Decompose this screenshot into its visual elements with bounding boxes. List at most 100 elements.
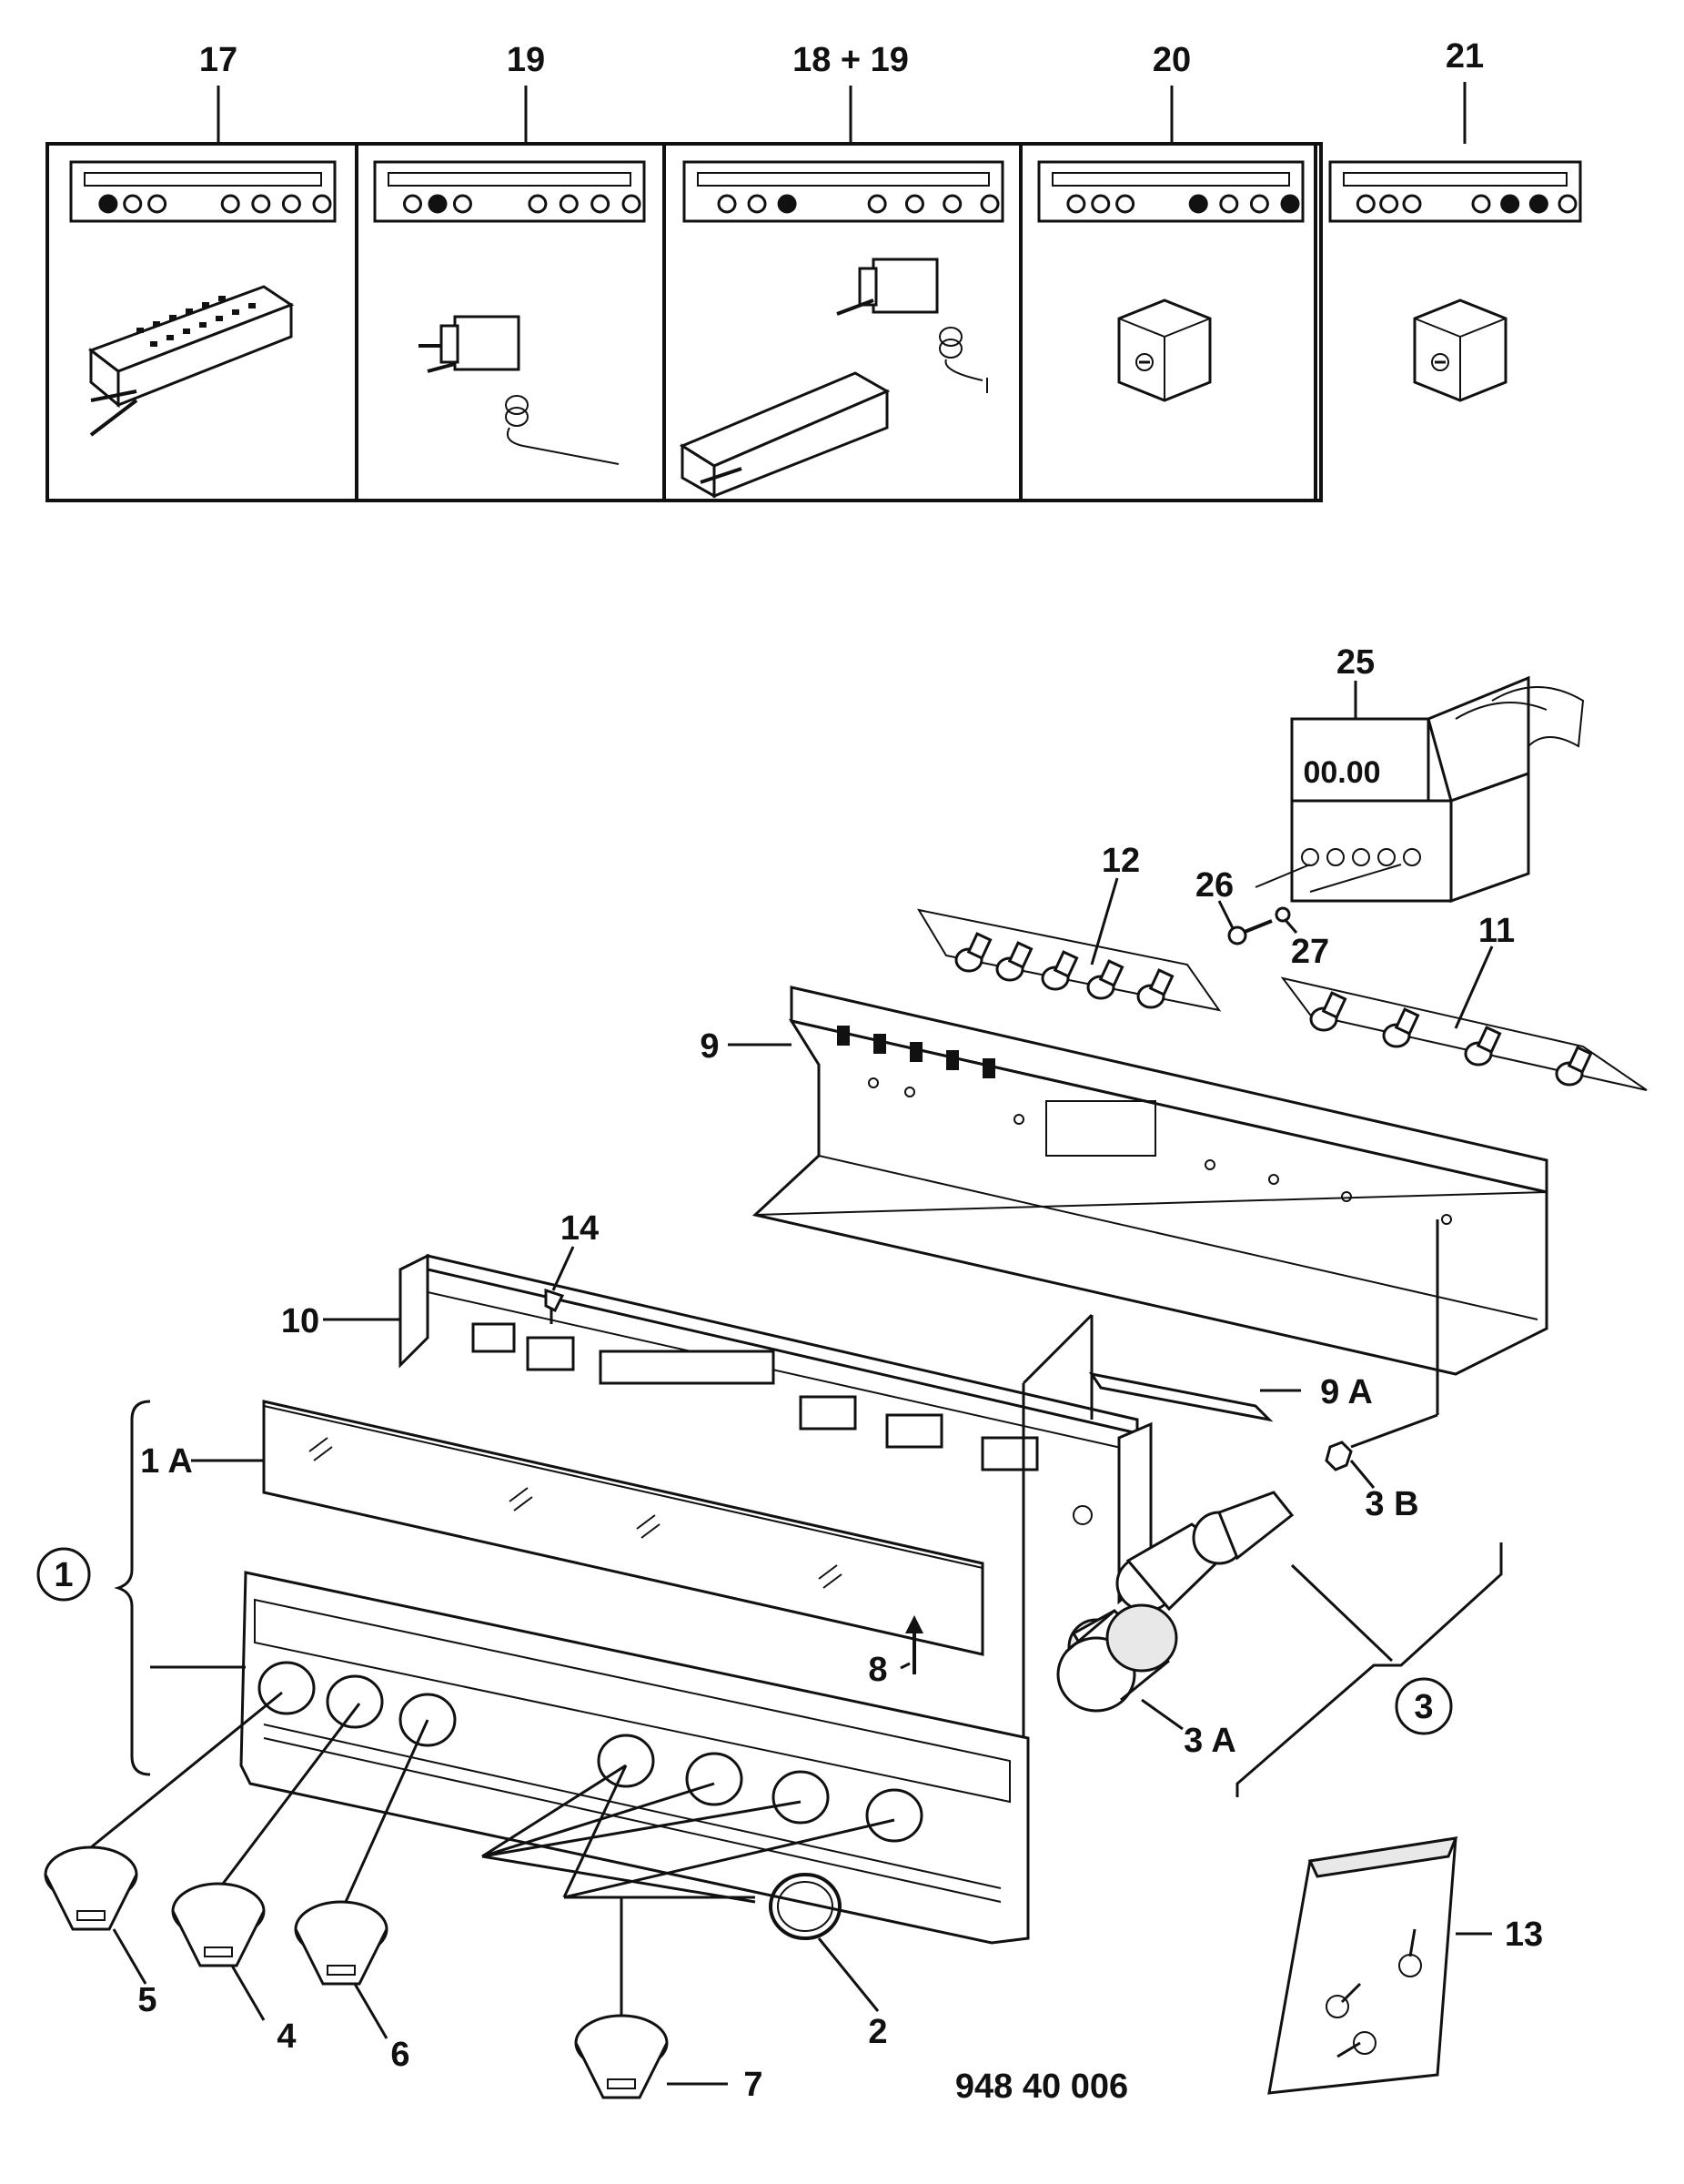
indicator-dot [943, 194, 963, 214]
callout-8: 8 [868, 1651, 887, 1689]
front-bracket-10 [398, 1253, 1153, 1605]
callout-1a: 1 A [140, 1442, 193, 1481]
indicator-dot-active [777, 194, 797, 214]
indicator-dot-active [1500, 194, 1520, 214]
switch-toggle [1148, 968, 1175, 996]
glass-1a [262, 1400, 984, 1656]
indicator-dot [590, 194, 610, 214]
indicator-dot [123, 194, 143, 214]
mini-panel-frame [69, 160, 337, 223]
callout-3: 3 [1414, 1688, 1433, 1726]
indicator-dot [281, 194, 301, 214]
knob-cap-5 [44, 1845, 138, 1931]
callout-1: 1 [54, 1556, 73, 1594]
washer-27 [1275, 906, 1291, 923]
indicator-dot-active [1528, 194, 1548, 214]
control-panel-1 [239, 1571, 1030, 1945]
strip-9a [1088, 1371, 1274, 1422]
regulator-21 [1413, 298, 1508, 402]
switch-toggle [1098, 959, 1124, 987]
variant-strip [45, 142, 1323, 502]
callout-7: 7 [743, 2066, 762, 2104]
switch-bracket-11 [1280, 976, 1648, 1091]
switch-toggle [966, 932, 993, 960]
circle-callout-3 [1395, 1677, 1453, 1735]
callout-26: 26 [1195, 866, 1234, 905]
clock-display: 00.00 [1303, 755, 1380, 790]
drawing-number: 948 40 006 [955, 2068, 1128, 2106]
indicator-dot [452, 194, 472, 214]
callout-3a: 3 A [1184, 1722, 1236, 1760]
rear-bracket-9 [751, 986, 1548, 1376]
circle-callout-1 [36, 1547, 91, 1602]
terminal-block-17 [87, 285, 295, 437]
mini-panel-frame [1328, 160, 1582, 223]
indicator-dot [1066, 194, 1086, 214]
clock-timer-25: 00.00 [1255, 675, 1585, 904]
indicator-dot [717, 194, 737, 214]
mini-panel-display [388, 172, 631, 187]
nut-3b [1325, 1441, 1353, 1471]
indicator-dot-active [98, 194, 118, 214]
indicator-dot [1379, 194, 1399, 214]
variant-label-18-19: 18 + 19 [792, 41, 909, 79]
switch-toggle [1394, 1007, 1420, 1036]
callout-2: 2 [868, 2013, 887, 2051]
indicator-dot [1091, 194, 1111, 214]
indicator-dot [559, 194, 579, 214]
switch-toggle [1321, 991, 1347, 1019]
indicator-dot [312, 194, 332, 214]
indicator-dot [402, 194, 422, 214]
variant-label-19: 19 [507, 41, 545, 79]
combo-18-19 [679, 258, 988, 499]
knob-3a [1056, 1603, 1178, 1713]
clip-14 [544, 1288, 565, 1324]
ring-2 [769, 1873, 842, 1940]
indicator-dot-active [428, 194, 448, 214]
variant-label-20: 20 [1153, 41, 1191, 79]
callout-27: 27 [1291, 933, 1329, 971]
indicator-dot [1219, 194, 1239, 214]
callout-9a: 9 A [1320, 1373, 1373, 1411]
mini-panel-frame [1037, 160, 1305, 223]
mini-panel-display [697, 172, 990, 187]
callout-14: 14 [560, 1209, 599, 1248]
mini-panel-4 [1328, 160, 1582, 223]
indicator-dot [1471, 194, 1491, 214]
indicator-dot [747, 194, 767, 214]
mini-panel-2 [682, 160, 1004, 223]
variant-label-21: 21 [1446, 37, 1484, 76]
indicator-dot [1356, 194, 1376, 214]
callout-3b: 3 B [1365, 1485, 1418, 1523]
knob-cap-4 [171, 1882, 266, 1967]
switch-toggle [1476, 1026, 1502, 1054]
screw-8 [905, 1615, 923, 1674]
switch-toggle [1053, 950, 1079, 978]
variant-labels: 17 19 18 + 19 20 21 [199, 37, 1484, 144]
screw-26 [1227, 919, 1273, 945]
callout-13: 13 [1505, 1916, 1543, 1954]
indicator-dot [1402, 194, 1422, 214]
mini-panel-0 [69, 160, 337, 223]
callout-12: 12 [1102, 842, 1140, 880]
indicator-dot [1115, 194, 1135, 214]
indicator-dot-active [1280, 194, 1300, 214]
regulator-20 [1117, 298, 1212, 402]
mini-panel-display [1052, 172, 1290, 187]
callout-4: 4 [277, 2017, 296, 2056]
indicator-dot [1558, 194, 1578, 214]
indicator-dot [528, 194, 548, 214]
callout-5: 5 [137, 1981, 156, 2019]
parts-bag-13 [1267, 1836, 1458, 2095]
switch-toggle [1007, 941, 1034, 969]
indicator-dot [220, 194, 240, 214]
indicator-dot [980, 194, 1000, 214]
knob-cap-6 [294, 1900, 388, 1986]
indicator-dot [147, 194, 167, 214]
callout-9: 9 [700, 1027, 719, 1066]
callout-11: 11 [1478, 912, 1515, 950]
leader-lines [90, 681, 1503, 2086]
switch-toggle [1567, 1046, 1593, 1074]
thermostat-19 [418, 315, 620, 465]
